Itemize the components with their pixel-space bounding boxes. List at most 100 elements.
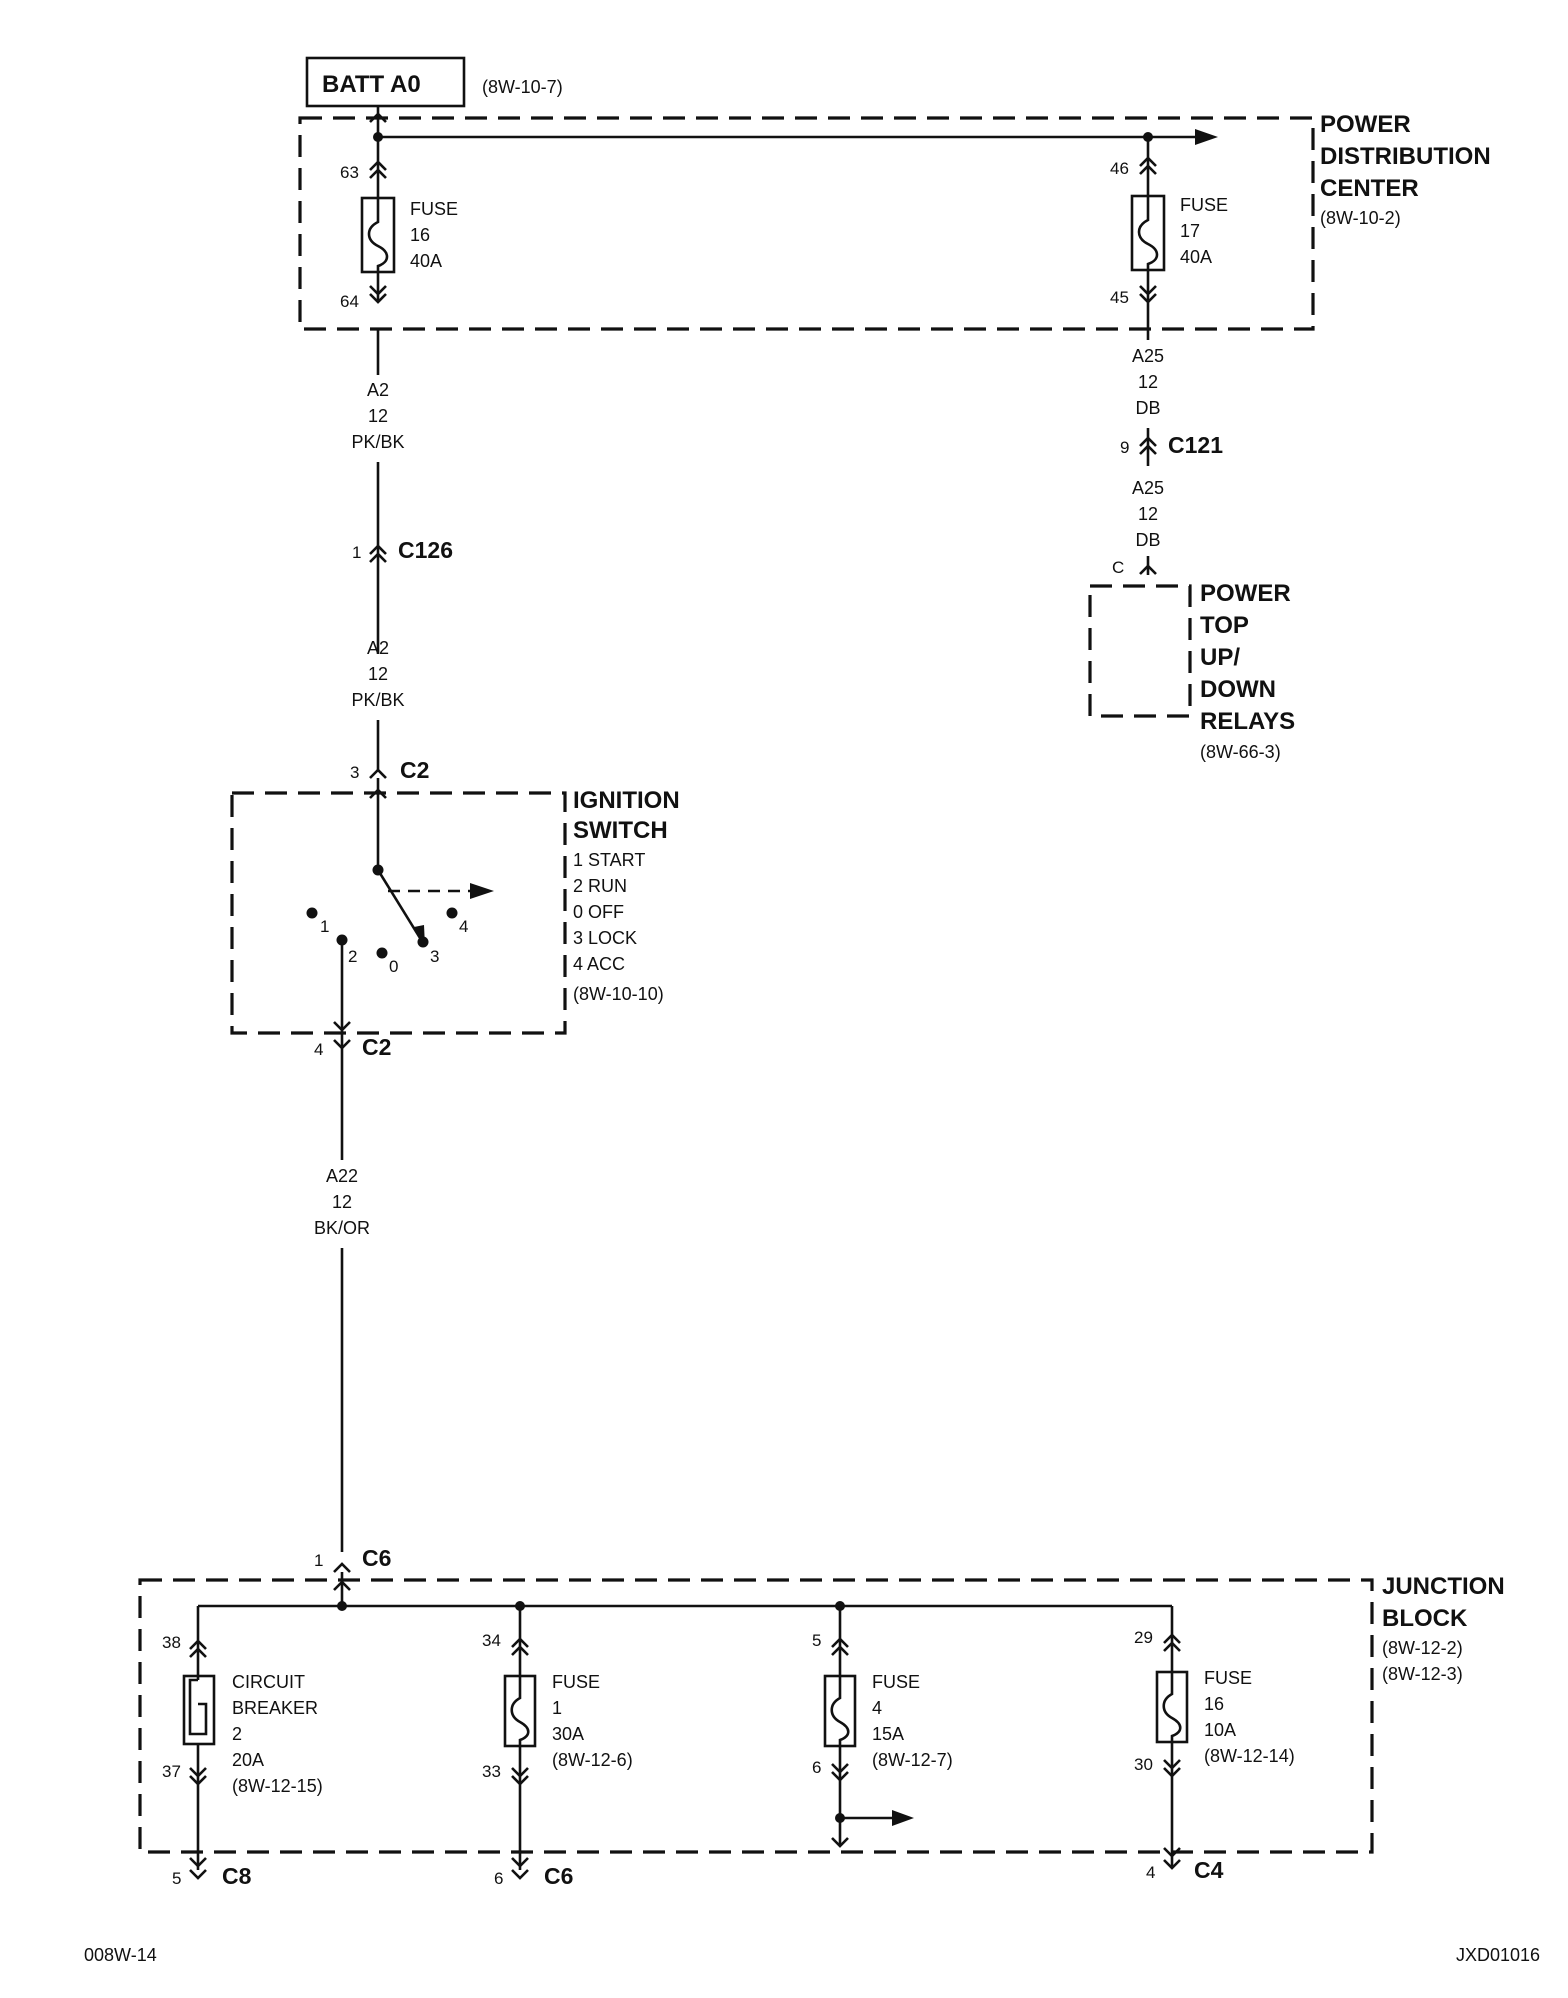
jb-cb2-bot-chevron-a — [189, 1767, 207, 1778]
ign-contact-0-label: 0 — [389, 957, 398, 976]
c121-chevron-a — [1139, 436, 1157, 447]
jb-fuse1-pin-top: 34 — [482, 1631, 501, 1650]
jb-cb2-top-chevron-b — [189, 1647, 207, 1658]
jb-cb2-out-name: C8 — [222, 1863, 252, 1889]
jb-fuse16-element — [1162, 1672, 1182, 1742]
ign-wiper-arm — [376, 869, 422, 939]
ign-title-2: SWITCH — [573, 817, 668, 844]
ign-pos-off: 0 OFF — [573, 902, 624, 922]
wire-a22-circuit: A22 — [326, 1166, 358, 1186]
jb-cb2-label-1: CIRCUIT — [232, 1672, 305, 1692]
ign-feed-arrow — [369, 788, 387, 799]
pdc-fuse16-pin-top: 63 — [340, 163, 359, 182]
jb-fuse16-top-chevron-a — [1163, 1633, 1181, 1644]
relays-ref: (8W-66-3) — [1200, 742, 1281, 762]
pdc-fuse17-number: 17 — [1180, 221, 1200, 241]
relays-outline — [1088, 584, 1192, 718]
ign-contact-3 — [417, 936, 429, 948]
pdc-fuse17-rating: 40A — [1180, 247, 1212, 267]
wire-a25-top-color: DB — [1135, 398, 1160, 418]
c126-pin: 1 — [352, 543, 361, 562]
ign-run-output-arrow — [333, 1021, 351, 1032]
pdc-fuse16-pin-bot: 64 — [340, 292, 359, 311]
jb-title-2: BLOCK — [1382, 1605, 1468, 1632]
ignition-switch-outline — [230, 791, 567, 1035]
jb-fuse4-top-chevron-b — [831, 1645, 849, 1656]
pdc-fuse16-label: FUSE — [410, 199, 458, 219]
pdc-bus-splice-left — [373, 132, 383, 142]
ign-contact-0 — [376, 947, 388, 959]
jb-cb2-top-chevron-a — [189, 1639, 207, 1650]
jb-fuse1-pin-bot: 33 — [482, 1762, 501, 1781]
jb-fuse16-out-name: C4 — [1194, 1857, 1224, 1883]
relays-title-3: UP/ — [1200, 644, 1240, 671]
pdc-fuse17-element — [1137, 196, 1159, 270]
jb-cb2-bot-chevron-b — [189, 1775, 207, 1786]
ign-c2-top-pin: 3 — [350, 763, 359, 782]
jb-c6-chevron — [333, 1562, 351, 1573]
jb-cb2-pin-top: 38 — [162, 1633, 181, 1652]
jb-fuse16-out-arrow — [1163, 1847, 1181, 1858]
jb-input-arrow — [333, 1580, 351, 1591]
jb-cb2-label-2: BREAKER — [232, 1698, 318, 1718]
jb-ref-1: (8W-12-2) — [1382, 1638, 1463, 1658]
pdc-fuse16-element — [367, 198, 389, 272]
ign-c2-bot-name: C2 — [362, 1034, 391, 1060]
relays-title-4: DOWN — [1200, 676, 1276, 703]
ign-ref: (8W-10-10) — [573, 984, 664, 1004]
pdc-fuse16-bot-chevron-a — [369, 285, 387, 296]
ign-contact-4-label: 4 — [459, 917, 468, 936]
jb-c6-name: C6 — [362, 1545, 391, 1571]
wire-a25-top-gauge: 12 — [1138, 372, 1158, 392]
pdc-fuse16-top-chevron-a — [369, 160, 387, 171]
ign-contact-2-label: 2 — [348, 947, 357, 966]
jb-fuse4-number: 4 — [872, 1698, 882, 1718]
ign-pos-lock: 3 LOCK — [573, 928, 637, 948]
pdc-bus-continue-arrow — [1195, 129, 1218, 145]
wire-a2-bot-color: PK/BK — [351, 690, 404, 710]
wire-a25-top-circuit: A25 — [1132, 346, 1164, 366]
jb-fuse4-bot-chevron-a — [831, 1763, 849, 1774]
jb-cb2-number: 2 — [232, 1724, 242, 1744]
pdc-fuse17-pin-top: 46 — [1110, 159, 1129, 178]
jb-cb2-c8-chevron — [189, 1869, 207, 1880]
pdc-fuse16-number: 16 — [410, 225, 430, 245]
jb-fuse4-down-arrow — [831, 1837, 849, 1848]
pdc-fuse16-top-chevron-b — [369, 168, 387, 179]
pdc-title-1: POWER — [1320, 111, 1411, 138]
wire-a22-color: BK/OR — [314, 1218, 370, 1238]
pdc-outline — [298, 116, 1315, 331]
jb-fuse1-out-arrow — [511, 1857, 529, 1868]
wire-a2-top-gauge: 12 — [368, 406, 388, 426]
jb-fuse1-ref: (8W-12-6) — [552, 1750, 633, 1770]
jb-cb2-ref: (8W-12-15) — [232, 1776, 323, 1796]
jb-fuse1-label: FUSE — [552, 1672, 600, 1692]
relay-pin: C — [1112, 558, 1124, 577]
jb-fuse1-top-chevron-a — [511, 1637, 529, 1648]
jb-fuse16-rating: 10A — [1204, 1720, 1236, 1740]
relays-title-1: POWER — [1200, 580, 1291, 607]
jb-cb2-out-arrow — [189, 1857, 207, 1868]
jb-ref-2: (8W-12-3) — [1382, 1664, 1463, 1684]
jb-fuse4-branch-arrow — [892, 1810, 914, 1826]
pdc-fuse16-bot-chevron-b — [369, 293, 387, 304]
jb-fuse16-pin-bot: 30 — [1134, 1755, 1153, 1774]
jb-fuse1-number: 1 — [552, 1698, 562, 1718]
wire-a2-top-circuit: A2 — [367, 380, 389, 400]
jb-cb2-pin-bot: 37 — [162, 1762, 181, 1781]
jb-fuse16-bot-chevron-a — [1163, 1759, 1181, 1770]
pdc-fuse16-rating: 40A — [410, 251, 442, 271]
pdc-ref: (8W-10-2) — [1320, 208, 1401, 228]
pdc-fuse17-top-chevron-b — [1139, 164, 1157, 175]
c121-pin: 9 — [1120, 438, 1129, 457]
jb-cb2-element — [188, 1678, 208, 1736]
ign-contact-3-label: 3 — [430, 947, 439, 966]
jb-fuse4-pin-top: 5 — [812, 1631, 821, 1650]
jb-fuse16-pin-top: 29 — [1134, 1628, 1153, 1647]
jb-fuse4-bot-chevron-b — [831, 1771, 849, 1782]
ign-c2-bot-pin: 4 — [314, 1040, 323, 1059]
jb-fuse16-top-chevron-b — [1163, 1641, 1181, 1652]
jb-fuse1-element — [510, 1676, 530, 1746]
jb-c6-pin: 1 — [314, 1551, 323, 1570]
